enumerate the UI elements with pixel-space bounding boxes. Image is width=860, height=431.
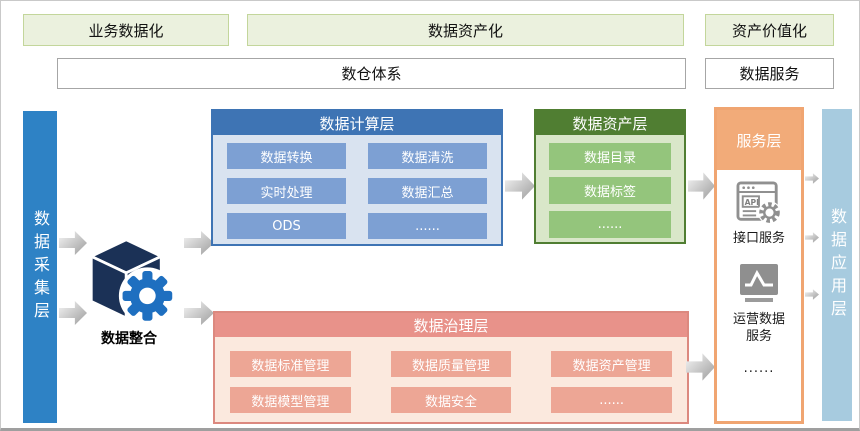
computing-layer-grid: 数据转换 数据清洗 实时处理 数据汇总 ODS ......: [213, 135, 501, 247]
phase-business-dataization: 业务数据化: [23, 14, 229, 46]
arrow-computing-to-asset: [505, 172, 535, 200]
governance-item-assets: 数据资产管理: [551, 351, 672, 377]
asset-layer-title: 数据资产层: [536, 111, 684, 135]
service-layer: 服务层 API 接口服务 运营数据服务 ......: [714, 107, 804, 424]
governance-layer: 数据治理层 数据标准管理 数据质量管理 数据资产管理 数据模型管理 数据安全 .…: [213, 311, 689, 424]
system-data-service: 数据服务: [705, 58, 834, 89]
computing-item-realtime: 实时处理: [227, 178, 346, 204]
computing-layer: 数据计算层 数据转换 数据清洗 实时处理 数据汇总 ODS ......: [211, 109, 503, 246]
asset-item-catalog: 数据目录: [549, 143, 671, 170]
service-item-api-label: 接口服务: [732, 231, 785, 246]
arrow-service-to-application-2: [805, 232, 819, 243]
arrow-governance-to-service: [686, 353, 715, 381]
api-browser-icon: API: [736, 181, 781, 225]
governance-item-more: ......: [551, 387, 672, 413]
cube-gear-icon: [89, 238, 175, 325]
application-layer-label: 数据应用层: [828, 207, 847, 323]
asset-layer: 数据资产层 数据目录 数据标签 ......: [534, 109, 686, 244]
line-chart-monitor-icon: [740, 263, 778, 302]
service-item-ops-label: 运营数据服务: [732, 311, 785, 345]
arrow-asset-to-service: [688, 172, 715, 200]
phase-asset-valorization: 资产价值化: [705, 14, 834, 46]
service-item-more: ......: [743, 360, 775, 376]
governance-item-quality: 数据质量管理: [390, 351, 512, 377]
computing-item-transform: 数据转换: [227, 143, 346, 169]
asset-item-more: ......: [549, 211, 671, 238]
governance-item-security: 数据安全: [390, 387, 512, 413]
governance-layer-grid: 数据标准管理 数据质量管理 数据资产管理 数据模型管理 数据安全 ......: [215, 337, 687, 413]
computing-layer-title: 数据计算层: [213, 111, 501, 135]
computing-item-cleaning: 数据清洗: [368, 143, 487, 169]
collection-layer-bar: 数据采集层: [23, 111, 57, 423]
system-data-warehouse: 数仓体系: [57, 58, 686, 89]
governance-layer-title: 数据治理层: [215, 313, 687, 337]
arrow-collection-to-integration-bottom: [59, 301, 87, 325]
arrow-integration-to-governance: [184, 301, 214, 325]
arrow-collection-to-integration-top: [59, 231, 87, 255]
phase-data-assetization: 数据资产化: [247, 14, 684, 46]
application-layer-bar: 数据应用层: [822, 109, 852, 421]
asset-item-tags: 数据标签: [549, 177, 671, 204]
arrow-integration-to-computing: [184, 231, 214, 255]
arrow-service-to-application-3: [805, 289, 819, 300]
integration-label: 数据整合: [101, 331, 157, 347]
asset-layer-grid: 数据目录 数据标签 ......: [536, 135, 684, 246]
computing-item-ods: ODS: [227, 213, 346, 239]
service-layer-title: 服务层: [717, 110, 801, 170]
computing-item-more: ......: [368, 213, 487, 239]
arrow-service-to-application-1: [805, 173, 819, 184]
svg-text:API: API: [745, 198, 760, 207]
governance-item-models: 数据模型管理: [230, 387, 351, 413]
computing-item-aggregation: 数据汇总: [368, 178, 487, 204]
governance-item-standards: 数据标准管理: [230, 351, 351, 377]
collection-layer-label: 数据采集层: [31, 209, 50, 325]
